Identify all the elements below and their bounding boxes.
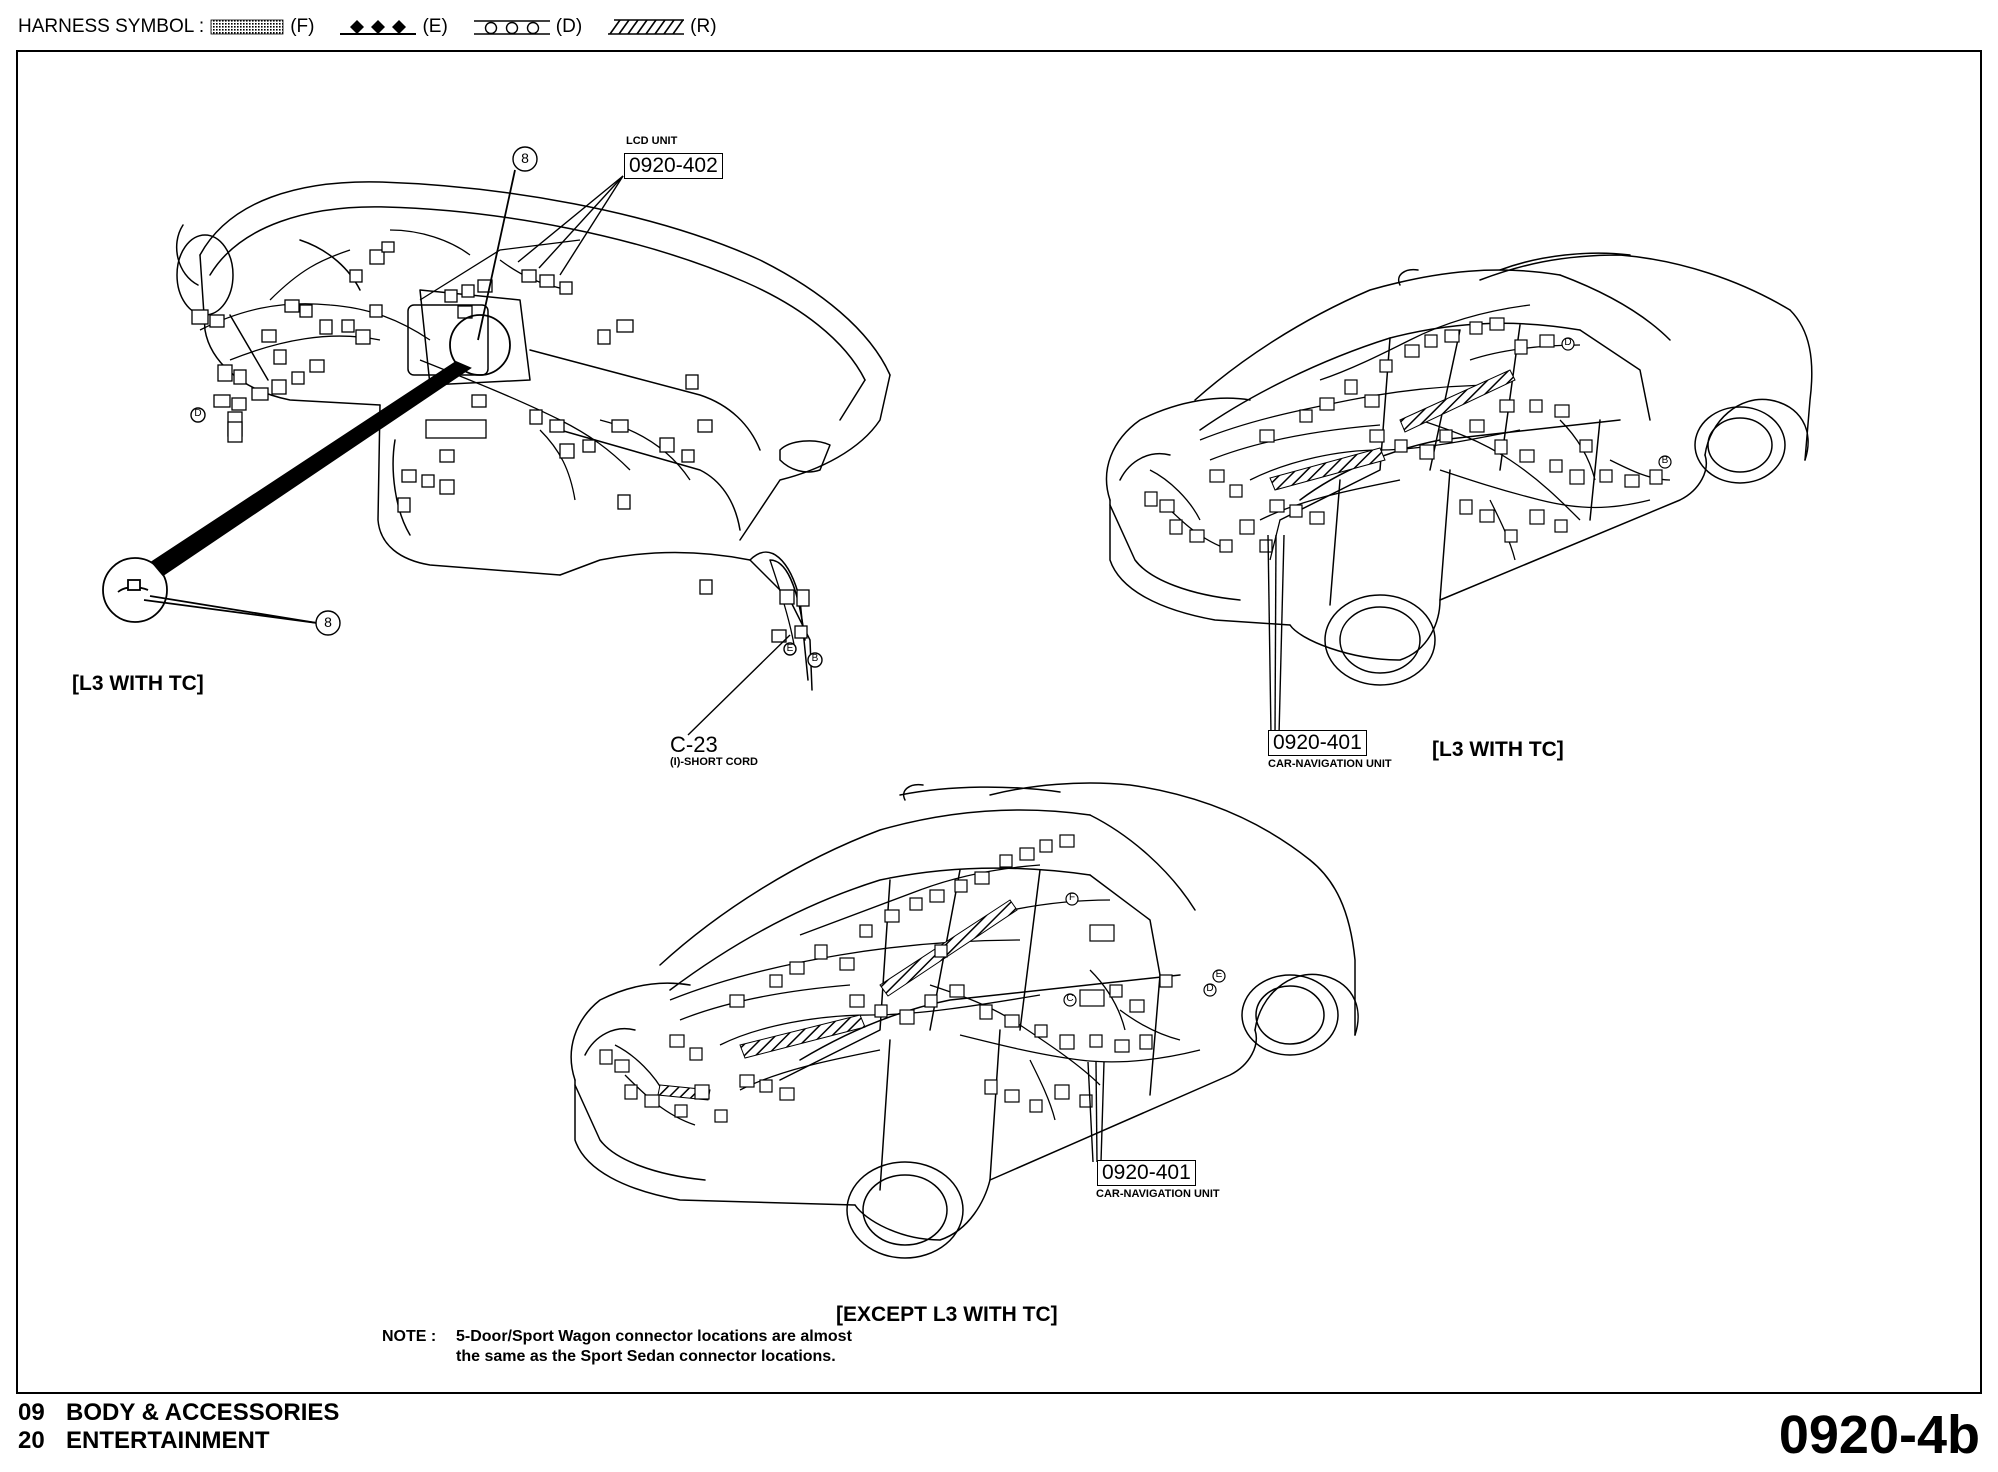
callout-number-bottom: 8 — [324, 614, 332, 630]
lower-nav-code: 0920-401 — [1097, 1160, 1196, 1186]
circle-line-symbol-icon — [473, 20, 550, 35]
section-footer: 09 BODY & ACCESSORIES 20 ENTERTAINMENT — [18, 1399, 339, 1455]
dashboard-variant-label: [L3 WITH TC] — [72, 672, 204, 695]
harness-symbol-legend: HARNESS SYMBOL : (F) (E) (D) — [18, 12, 737, 42]
upper-variant-label: [L3 WITH TC] — [1432, 738, 1564, 761]
connector-code: C-23 — [670, 732, 718, 757]
footer-subsection-number: 20 — [18, 1427, 45, 1454]
connector-desc: (I)-SHORT CORD — [670, 756, 758, 768]
upper-marker-d: D — [1564, 337, 1572, 348]
dash-marker-e: E — [786, 643, 794, 654]
footer-line-1: 09 BODY & ACCESSORIES — [18, 1399, 339, 1427]
lcd-unit-label: LCD UNIT — [626, 135, 678, 147]
dash-marker-d: D — [194, 408, 202, 419]
legend-code-r: (R) — [690, 16, 717, 37]
legend-code-e: (E) — [422, 16, 448, 37]
diamond-line-symbol-icon — [340, 20, 417, 35]
note-line-1: 5-Door/Sport Wagon connector locations a… — [456, 1328, 852, 1345]
note-line-2: the same as the Sport Sedan connector lo… — [456, 1348, 836, 1365]
lower-nav-label: CAR-NAVIGATION UNIT — [1096, 1188, 1220, 1200]
dashboard-illustration — [175, 181, 891, 691]
legend-title: HARNESS SYMBOL : — [18, 16, 205, 37]
hatched-fill-symbol-icon — [608, 19, 685, 35]
upper-nav-label: CAR-NAVIGATION UNIT — [1268, 758, 1392, 770]
page-code: 0920-4b — [1778, 1405, 1980, 1465]
footer-line-2: 20 ENTERTAINMENT — [18, 1427, 339, 1455]
car-lower-illustration — [570, 782, 1359, 1259]
footer-section-number: 09 — [18, 1399, 45, 1426]
upper-nav-code: 0920-401 — [1268, 730, 1367, 756]
legend-item-d: (D) — [468, 16, 582, 38]
lower-marker-f: F — [1068, 892, 1076, 903]
legend-item-r: (R) — [602, 16, 717, 38]
note-prefix: NOTE : — [382, 1328, 437, 1345]
lower-marker-e: E — [1215, 969, 1223, 980]
callout-number-top: 8 — [521, 150, 529, 166]
legend-code-d: (D) — [555, 16, 583, 37]
dash-marker-b: B — [811, 653, 819, 664]
upper-marker-b: B — [1661, 455, 1669, 466]
lcd-unit-code: 0920-402 — [624, 153, 723, 179]
legend-item-f: (F) — [204, 16, 314, 38]
lower-variant-label: [EXCEPT L3 WITH TC] — [836, 1303, 1058, 1326]
lower-marker-d: D — [1206, 983, 1214, 994]
diagram-frame — [16, 50, 1982, 1394]
legend-item-e: (E) — [334, 16, 448, 38]
footer-subsection-title: ENTERTAINMENT — [66, 1427, 270, 1454]
legend-code-f: (F) — [290, 16, 315, 37]
lower-marker-c: C — [1066, 993, 1074, 1004]
car-upper-illustration — [1105, 252, 1813, 686]
dotted-fill-symbol-icon — [210, 19, 284, 35]
footer-section-title: BODY & ACCESSORIES — [66, 1399, 340, 1426]
